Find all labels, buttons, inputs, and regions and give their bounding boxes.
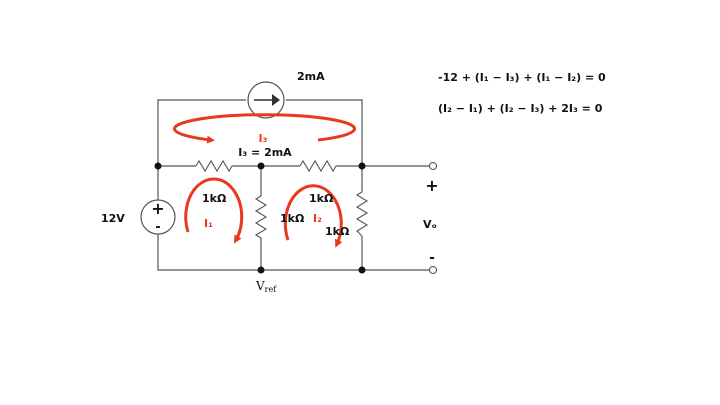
current-source (247, 81, 285, 119)
mesh-label-i3: I₃ (259, 132, 268, 145)
output-plus-label: + (425, 176, 438, 195)
mesh-arrow-i3 (173, 113, 356, 144)
mesh-label-i2: I₂ (313, 212, 322, 225)
resistor-right (355, 191, 369, 237)
mesh-arrow-i2 (283, 184, 343, 248)
resistor-right-label: 1kΩ (325, 225, 350, 238)
output-minus-label: - (429, 250, 435, 266)
wire-bottom (157, 234, 430, 271)
voltage-source-circle (140, 199, 176, 235)
node-bottom-center (257, 266, 265, 274)
output-terminal-bottom (428, 265, 438, 275)
node-top-left (154, 162, 162, 170)
current-source-label: 2mA (297, 70, 325, 83)
wire-top-left (157, 99, 246, 166)
mesh-label-i1: I₁ (204, 217, 213, 230)
resistor-middle (254, 195, 268, 239)
resistor-top-right-label: 1kΩ (309, 192, 334, 205)
voltage-source-minus: - (155, 220, 160, 235)
current-direction-arrow-icon (272, 94, 280, 106)
mesh-arrow-i1 (184, 177, 244, 244)
wire-top-right (286, 99, 363, 166)
wires (157, 99, 430, 271)
equation-mesh-1: -12 + (I₁ − I₃) + (I₁ − I₂) = 0 (438, 71, 606, 84)
i3-equation-label: I₃ = 2mA (238, 146, 292, 159)
resistor-top-right (299, 159, 337, 173)
resistor-top-left (195, 159, 233, 173)
reference-label: Vref (255, 279, 277, 294)
voltage-source-plus: + (151, 199, 164, 218)
node-top-center (257, 162, 265, 170)
output-voltage-label: Vₒ (423, 218, 437, 231)
output-terminal-top (428, 161, 438, 171)
node-bottom-right (358, 266, 366, 274)
voltage-source: + - (140, 199, 176, 235)
resistor-top-left-label: 1kΩ (202, 192, 227, 205)
voltage-source-label: 12V (101, 212, 125, 225)
resistor-middle-label: 1kΩ (280, 212, 305, 225)
node-top-right (358, 162, 366, 170)
equation-mesh-2: (I₂ − I₁) + (I₂ − I₃) + 2I₃ = 0 (438, 102, 603, 115)
